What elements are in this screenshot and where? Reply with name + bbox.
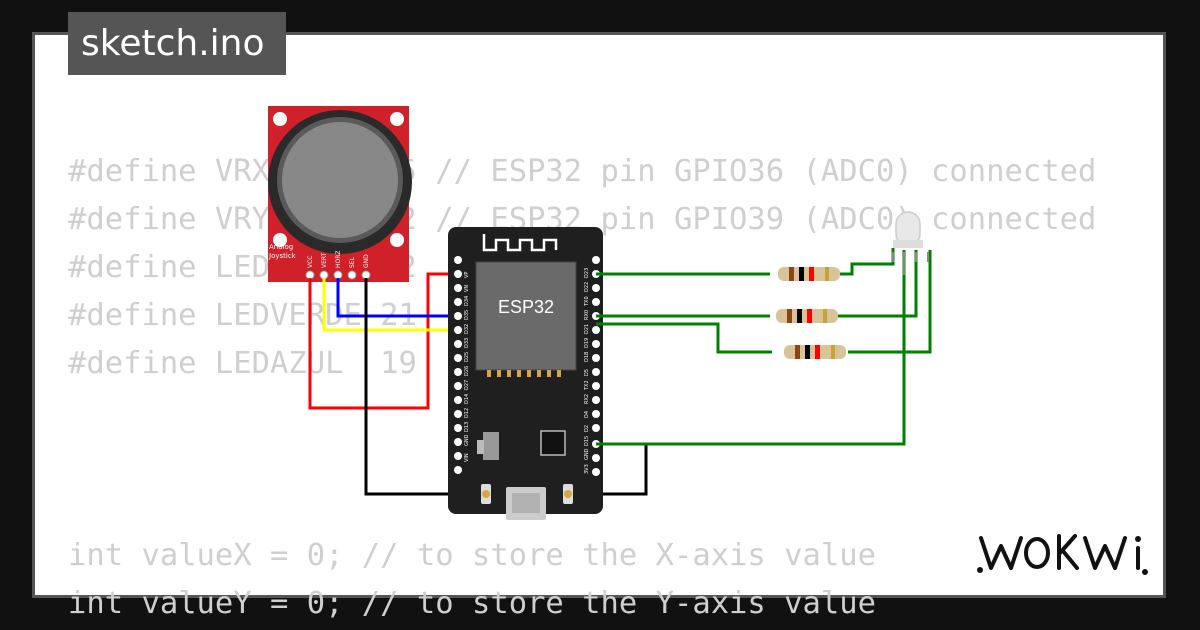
wire-blue[interactable] [336, 278, 458, 318]
svg-text:D27: D27 [464, 380, 470, 390]
wires-led [596, 248, 932, 446]
pin-label: VCC [307, 256, 314, 268]
resistor[interactable] [776, 309, 838, 323]
code-background: #define VRX_PIN 35 // ESP32 pin GPIO36 (… [68, 35, 1130, 621]
code-line: #define LEDAZUL 19 [68, 346, 417, 381]
resistor[interactable] [784, 345, 846, 359]
svg-text:D12: D12 [464, 408, 470, 418]
module-castellations [487, 370, 561, 377]
wire-green-blue-channel[interactable] [596, 322, 772, 354]
pin-label: VERT [321, 252, 328, 268]
code-line: int valueX = 0; // to store the X-axis v… [68, 538, 876, 573]
svg-text:VIN: VIN [464, 453, 470, 462]
pin-label: GND [363, 254, 370, 268]
svg-text:D25: D25 [464, 352, 470, 362]
svg-text:D34: D34 [464, 296, 470, 306]
joystick-module[interactable]: Analog Joystick VCC VERT HORZ SEL GND [268, 106, 412, 282]
svg-text:GND: GND [584, 448, 590, 460]
joystick-label: Joystick [268, 252, 297, 260]
svg-text:TX2: TX2 [584, 380, 590, 391]
esp32-module [476, 262, 576, 370]
svg-text:D14: D14 [464, 394, 470, 404]
usb-chip [540, 430, 566, 456]
wire-red[interactable] [308, 272, 458, 410]
svg-text:D19: D19 [584, 338, 590, 348]
svg-text:D2: D2 [584, 425, 590, 432]
svg-text:D15: D15 [584, 436, 590, 446]
wokwi-logo [977, 534, 1148, 575]
svg-text:D5: D5 [584, 369, 590, 376]
wire-green-ground[interactable] [596, 250, 906, 446]
antenna-trace [482, 234, 558, 252]
left-header-pins [454, 256, 462, 474]
rgb-led[interactable] [892, 211, 929, 275]
pin-label: SEL [349, 256, 356, 268]
svg-text:D23: D23 [584, 268, 590, 278]
svg-text:TX0: TX0 [584, 296, 590, 307]
svg-text:VN: VN [464, 285, 470, 292]
svg-text:D21: D21 [584, 324, 590, 334]
joystick-label: Analog [269, 243, 293, 251]
joystick-knob[interactable] [282, 122, 398, 238]
mount-hole [273, 233, 287, 247]
file-tab[interactable]: sketch.ino [68, 12, 286, 75]
wire-yellow[interactable] [322, 278, 458, 332]
svg-text:VP: VP [464, 272, 470, 278]
left-pin-labels: VP VN D34 D35 D32 D33 D25 D26 D27 D14 D1… [464, 272, 470, 462]
svg-text:3V3: 3V3 [584, 464, 590, 474]
right-pin-labels: D23 D22 TX0 RX0 D21 D19 D18 D5 TX2 RX2 D… [584, 268, 590, 474]
mount-hole [390, 112, 404, 126]
joystick-pins [305, 270, 371, 280]
svg-text:RX0: RX0 [584, 310, 590, 320]
svg-text:RX2: RX2 [584, 394, 590, 404]
voltage-regulator [483, 432, 499, 460]
svg-text:D33: D33 [464, 338, 470, 348]
esp32-label: ESP32 [498, 297, 554, 317]
svg-text:D13: D13 [464, 422, 470, 432]
resistor[interactable] [778, 267, 840, 281]
mount-hole [390, 233, 404, 247]
mount-hole [273, 112, 287, 126]
svg-text:D22: D22 [584, 282, 590, 292]
svg-text:D35: D35 [464, 310, 470, 320]
joystick-pin-labels: VCC VERT HORZ SEL GND [307, 250, 370, 268]
svg-text:D32: D32 [464, 324, 470, 334]
esp32-board[interactable]: ESP32 VP VN D34 D35 D32 [448, 227, 603, 520]
code-line: int valueY = 0; // to store the Y-axis v… [68, 586, 876, 621]
svg-text:D26: D26 [464, 366, 470, 376]
svg-text:GND: GND [464, 434, 470, 446]
svg-text:D18: D18 [584, 352, 590, 362]
svg-text:D4: D4 [584, 411, 590, 418]
pin-label: HORZ [335, 250, 342, 268]
